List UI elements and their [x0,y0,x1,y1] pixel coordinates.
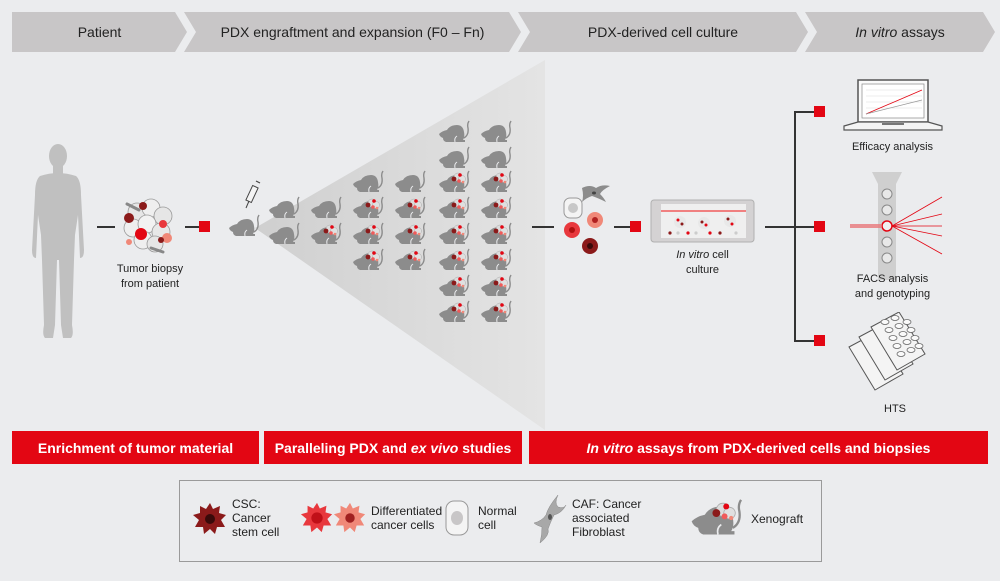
xenograft-mouse-icon [480,222,514,246]
differentiated-cancer-cell-icon [300,502,333,533]
xenograft-mouse-icon [352,196,386,220]
patient-silhouette-icon [32,144,84,338]
mouse-icon [438,120,472,144]
xenograft-mouse-icon [438,222,472,246]
red-node-efficacy [814,106,825,117]
xenograft-mouse-icon [438,196,472,220]
branch-line [794,111,796,341]
xenograft-mouse-icon [394,248,428,272]
hts-label: HTS [884,403,906,415]
stage-label: In vitro assays [855,24,945,40]
branch-line [794,340,814,342]
connector-line [765,226,815,228]
stage-pdx-engraftment: PDX engraftment and expansion (F0 – Fn) [184,12,521,52]
facs-analysis-label: FACS analysis and genotyping [854,273,931,300]
red-node [199,221,210,232]
tumor-biopsy-label: Tumor biopsy from patient [116,263,184,290]
red-node-hts [814,335,825,346]
tumor-biopsy-icon [123,198,173,254]
xenograft-mouse-icon [480,170,514,194]
cell-culture-label: In vitro cell culture [676,249,729,276]
expansion-cone [255,60,545,430]
fibroblast-icon [533,494,567,544]
xenograft-mouse-icon [480,196,514,220]
xenograft-mouse-icon [310,222,344,246]
syringe-icon [245,180,261,209]
stage-label: Patient [77,24,122,40]
xenograft-mouse-icon [394,222,428,246]
mouse-icon [228,214,262,238]
mouse-icon [310,196,344,220]
cell-culture-dish-icon [650,199,755,243]
xenograft-mouse-icon [690,498,746,538]
red-node-facs [814,221,825,232]
stage-pdx-cell-culture: PDX-derived cell culture [518,12,808,52]
xenograft-mouse-icon [438,300,472,324]
stage-label: PDX engraftment and expansion (F0 – Fn) [220,24,485,40]
mouse-icon [480,120,514,144]
xenograft-mouse-icon [438,170,472,194]
xenograft-mouse-icon [438,248,472,272]
stage-patient: Patient [12,12,187,52]
red-node [630,221,641,232]
mouse-icon [480,146,514,170]
banner-in-vitro-assays: In vitro assays from PDX-derived cells a… [529,431,988,464]
xenograft-mouse-icon [480,248,514,272]
xenograft-mouse-icon [394,196,428,220]
laptop-chart-icon [843,79,943,131]
stage-label: PDX-derived cell culture [587,24,739,40]
differentiated-cancer-cell-light-icon [333,502,366,533]
connector-line [185,226,200,228]
mouse-icon [352,170,386,194]
connector-line [614,226,631,228]
facs-flow-cell-icon [850,172,943,280]
cell-mix-icon [563,185,610,254]
xenograft-mouse-icon [352,222,386,246]
xenograft-mouse-icon [480,274,514,298]
banner-paralleling: Paralleling PDX and ex vivo studies [264,431,522,464]
connector-line [532,226,554,228]
mouse-icon [394,170,428,194]
legend-xenograft-label: Xenograft [751,512,804,526]
csc-cell-icon [193,503,226,534]
mouse-icon [268,222,302,246]
branch-line [794,111,814,113]
normal-cell-icon [445,500,469,536]
connector-line [97,226,115,228]
efficacy-analysis-label: Efficacy analysis [851,141,934,153]
mouse-icon [268,196,302,220]
xenograft-mouse-icon [438,274,472,298]
banner-enrichment: Enrichment of tumor material [12,431,259,464]
xenograft-mouse-icon [352,248,386,272]
stage-in-vitro-assays: In vitro assays [805,12,995,52]
hts-plates-icon [848,312,926,391]
xenograft-mouse-icon [480,300,514,324]
mouse-icon [438,146,472,170]
